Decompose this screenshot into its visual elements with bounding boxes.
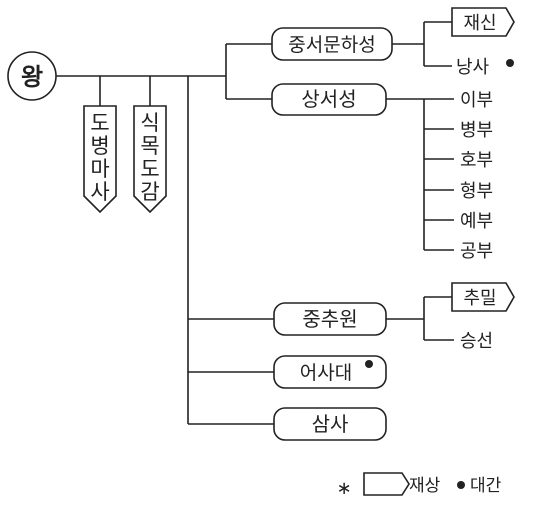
eosadae-box	[273, 355, 387, 389]
sikmokdogam-char-3: 도	[140, 157, 159, 181]
board-byeongbu: 병부	[460, 120, 493, 141]
sikmokdogam-box	[133, 105, 167, 214]
connector-lines	[56, 21, 454, 425]
board-hobu: 호부	[460, 150, 493, 171]
king-circle	[7, 51, 57, 101]
board-hyeongbu: 형부	[460, 181, 493, 202]
dobyeongmasa-node: 도 병 마 사	[83, 105, 117, 214]
jungchuwon-box	[273, 302, 387, 336]
king-label: 왕	[21, 63, 43, 91]
jaesin-label: 재신	[463, 13, 496, 34]
dobyeongmasa-box	[83, 105, 117, 214]
samsa-label: 삼사	[312, 412, 349, 436]
king-node: 왕	[7, 51, 57, 101]
sikmokdogam-char-1: 식	[140, 111, 159, 135]
legend-jaesang-shape	[363, 472, 410, 496]
seungseon-label: 승선	[460, 331, 493, 352]
six-boards: 이부 병부 호부 형부 예부 공부	[460, 90, 493, 262]
jungseo-munhaseong-node: 중서문하성	[271, 27, 393, 61]
board-yebu: 예부	[460, 211, 493, 232]
sikmokdogam-char-2: 목	[140, 134, 159, 158]
sangseoseong-box	[271, 83, 387, 116]
eosadae-node: 어사대	[273, 355, 387, 389]
jaesin-box	[451, 7, 515, 37]
legend-star: ∗	[336, 478, 351, 499]
sangseoseong-node: 상서성	[271, 83, 387, 116]
sangseoseong-label: 상서성	[301, 87, 356, 111]
jaesin-node: 재신	[451, 7, 515, 37]
dobyeongmasa-char-3: 마	[90, 157, 109, 181]
eosadae-daegan-dot	[365, 360, 373, 368]
nangsa-daegan-dot	[506, 59, 514, 67]
board-ibu: 이부	[460, 90, 493, 111]
dobyeongmasa-char-4: 사	[90, 180, 109, 204]
legend-jaesang-label: 재상	[409, 476, 441, 496]
dobyeongmasa-char-2: 병	[90, 134, 109, 158]
jungseo-munhaseong-label: 중서문하성	[288, 34, 375, 56]
legend: ∗ 재상 대간	[336, 472, 502, 499]
eosadae-label: 어사대	[300, 362, 352, 384]
samsa-box	[273, 407, 387, 441]
sikmokdogam-char-4: 감	[140, 180, 159, 204]
chumil-label: 추밀	[463, 288, 496, 309]
chumil-node: 추밀	[451, 282, 515, 312]
dobyeongmasa-char-1: 도	[90, 111, 109, 135]
board-gongbu: 공부	[460, 241, 493, 262]
sikmokdogam-node: 식 목 도 감	[133, 105, 167, 214]
jungseo-munhaseong-box	[271, 27, 393, 61]
chumil-box	[451, 282, 515, 312]
jungchuwon-node: 중추원	[273, 302, 387, 336]
jungchuwon-label: 중추원	[302, 307, 357, 331]
nangsa-label: 낭사	[456, 57, 490, 78]
legend-daegan-dot	[457, 481, 465, 489]
legend-daegan-label: 대간	[470, 476, 502, 496]
samsa-node: 삼사	[273, 407, 387, 441]
